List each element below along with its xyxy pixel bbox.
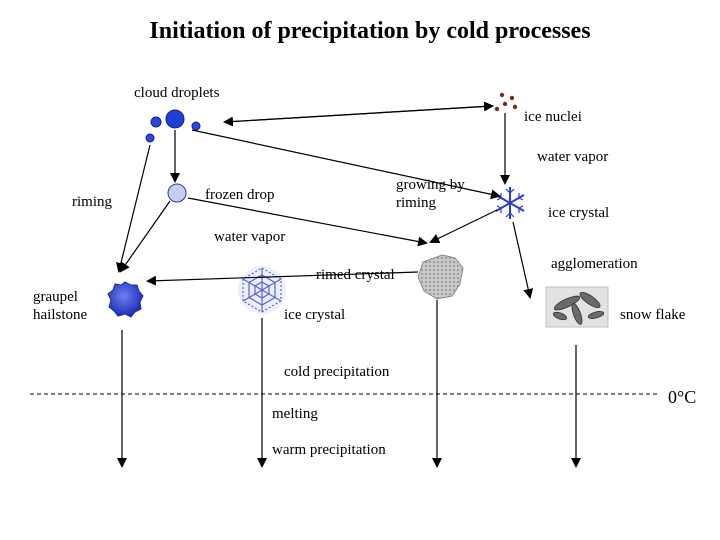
label-snow-flake: snow flake <box>620 307 686 323</box>
label-rimed-crystal: rimed crystal <box>316 267 395 283</box>
label-frozen-drop: frozen drop <box>205 187 275 203</box>
rimed-crystal-image <box>417 254 464 300</box>
arrow-droplets-to-ice-crystal <box>191 129 501 200</box>
ice-crystal-plate-icon <box>238 266 286 314</box>
snow-flake-image <box>545 286 609 328</box>
label-melting: melting <box>272 406 318 422</box>
arrow-ice-crystal-to-rimed <box>429 209 498 244</box>
ice-crystal-snowflake-icon <box>495 187 525 219</box>
arrow-frozen-drop-to-graupel <box>119 200 171 273</box>
label-freezing-level: 0°C <box>668 387 697 407</box>
cloud-droplets-icon <box>145 109 201 143</box>
label-warm-precipitation: warm precipitation <box>272 442 386 458</box>
arrow-ice-crystal-to-snowflake <box>512 221 534 299</box>
ice-nuclei-icon <box>494 92 518 112</box>
arrow-nuclei-to-droplets <box>223 105 493 127</box>
label-ice-nuclei: ice nuclei <box>524 109 582 125</box>
label-water-vapor-mid: water vapor <box>214 229 286 245</box>
label-riming: riming <box>72 194 112 210</box>
label-graupel-hailstone: graupel hailstone <box>33 289 88 323</box>
arrow-rimed-to-graupel <box>146 271 419 286</box>
arrow-frozen-drop-to-rimed <box>187 197 428 247</box>
label-agglomeration: agglomeration <box>551 256 638 272</box>
graupel-hailstone-icon <box>107 281 144 318</box>
label-water-vapor-top: water vapor <box>537 149 609 165</box>
diagram-title: Initiation of precipitation by cold proc… <box>149 18 591 44</box>
label-ice-crystal-mid: ice crystal <box>284 307 346 323</box>
label-cloud-droplets: cloud droplets <box>134 85 220 101</box>
label-cold-precipitation: cold precipitation <box>284 364 390 380</box>
arrow-droplets-to-graupel <box>116 144 151 273</box>
label-growing-by-riming: growing by riming <box>396 177 465 211</box>
label-ice-crystal-right: ice crystal <box>548 205 610 221</box>
frozen-drop-icon <box>167 183 187 203</box>
